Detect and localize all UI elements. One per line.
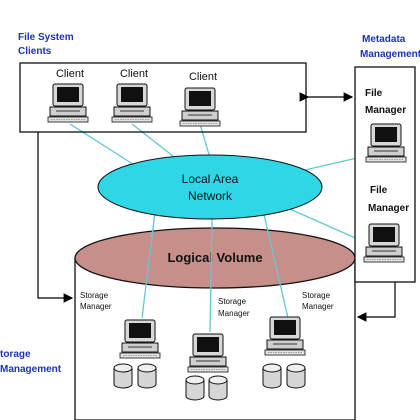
lan-label-line-1: Local Area	[182, 172, 239, 186]
lan-ellipse	[97, 154, 323, 220]
logical-volume-label: Logical Volume	[167, 250, 262, 265]
client-node: Client	[111, 68, 153, 123]
file-system-clients-label-line-2: Clients	[18, 46, 52, 57]
storage-management-label-line-1: torage	[0, 349, 31, 360]
storage-manager-label-line-2: Manager	[302, 302, 334, 311]
lan-label-line-2: Network	[188, 189, 233, 203]
storage-manager-label-line-2: Manager	[80, 302, 112, 311]
file-manager-label-line-1: File	[370, 185, 388, 196]
disk-icon	[286, 363, 306, 389]
file-manager-node: File Manager	[363, 185, 409, 263]
storage-management-label-line-2: Management	[0, 364, 62, 375]
client-label: Client	[120, 68, 148, 80]
file-manager-label-line-2: Manager	[365, 105, 406, 116]
disk-icon	[113, 363, 133, 389]
metadata-management-label-line-1: Metadata	[362, 34, 406, 45]
computer-icon	[264, 316, 306, 356]
storage-manager-node: Storage Manager	[262, 291, 334, 389]
client-node: Client	[47, 68, 89, 123]
client-label: Client	[189, 71, 217, 83]
file-system-clients-label-line-1: File System	[18, 32, 74, 43]
disk-icon	[208, 375, 228, 401]
metadata-management-label-line-2: Management	[360, 49, 420, 60]
computer-icon	[119, 319, 161, 359]
client-label: Client	[56, 68, 84, 80]
computer-icon	[179, 87, 221, 127]
metadata-storage-arrow	[356, 282, 396, 322]
file-manager-label-line-1: File	[365, 88, 383, 99]
computer-icon	[365, 123, 407, 163]
storage-manager-label-line-1: Storage	[218, 297, 247, 306]
storage-manager-label-line-1: Storage	[80, 291, 109, 300]
computer-icon	[47, 83, 89, 123]
clients-storage-arrow	[37, 132, 74, 303]
disk-icon	[137, 363, 157, 389]
computer-icon	[187, 333, 229, 373]
storage-manager-label-line-2: Manager	[218, 309, 250, 318]
disk-icon	[185, 375, 205, 401]
disk-icon	[262, 363, 282, 389]
file-manager-label-line-2: Manager	[368, 203, 409, 214]
storage-manager-label-line-1: Storage	[302, 291, 331, 300]
computer-icon	[111, 83, 153, 123]
storage-manager-node: Storage Manager	[185, 297, 250, 401]
client-node: Client	[179, 71, 221, 127]
file-manager-node: File Manager	[365, 88, 407, 163]
storage-manager-node: Storage Manager	[80, 291, 161, 389]
computer-icon	[363, 223, 405, 263]
